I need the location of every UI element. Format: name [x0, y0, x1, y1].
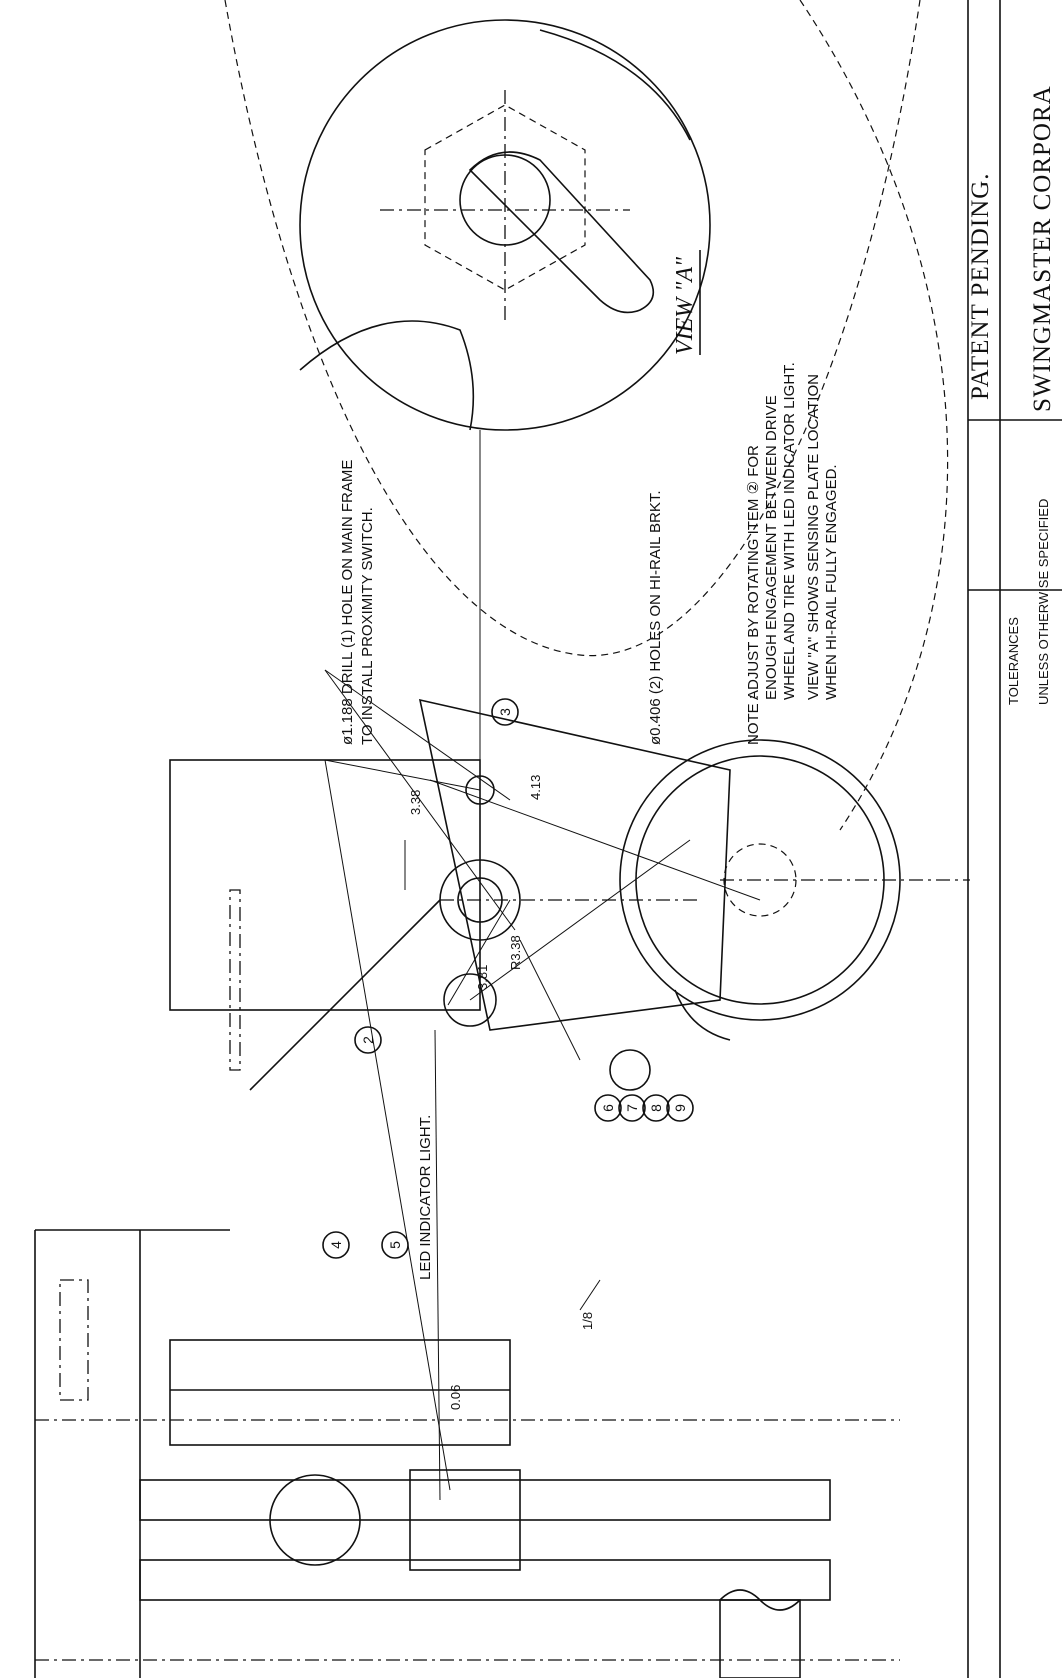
- view-a-edge: [539, 29, 691, 141]
- wheel-outer: [619, 739, 901, 1021]
- main-assembly: [169, 698, 761, 1091]
- side-shaft: [719, 1599, 801, 1678]
- tolerances-line: UNLESS OTHERWISE SPECIFIED: [1036, 499, 1051, 705]
- dim-weld-1-8: 1/8: [580, 1312, 595, 1330]
- item-bubble-5: 5: [381, 1231, 409, 1259]
- view-a-title: VIEW "A": [672, 256, 698, 355]
- title-block: PATENT PENDING. SWINGMASTER CORPORA TOLE…: [967, 0, 1062, 1678]
- view-a-arc: [299, 320, 475, 431]
- main-frame-plate: [169, 759, 481, 1011]
- wheel-arc-slot: [674, 989, 731, 1041]
- note-line2: ENOUGH ENGAGEMENT BETWEEN DRIVE: [763, 395, 780, 700]
- hex-nut: [424, 104, 586, 291]
- svg-text:3: 3: [497, 708, 513, 716]
- side-rail-upper: [139, 1479, 831, 1521]
- dim-3-38-top: 3.38: [408, 790, 423, 815]
- swing-arc-outer: [799, 0, 949, 831]
- svg-text:9: 9: [672, 1104, 688, 1112]
- dim-0-06: 0.06: [448, 1385, 463, 1410]
- side-rail-lower: [139, 1559, 831, 1601]
- item-bubble-6: 6: [594, 1094, 622, 1122]
- dim-4-13: 4.13: [528, 775, 543, 800]
- tolerances-header: TOLERANCES: [1006, 617, 1021, 705]
- svg-text:6: 6: [600, 1104, 616, 1112]
- frame-slot: [229, 889, 241, 1071]
- svg-text:5: 5: [387, 1241, 403, 1249]
- item-bubble-4: 4: [322, 1231, 350, 1259]
- dim-3-81: 3.81: [475, 965, 490, 990]
- sensing-slot: [468, 151, 655, 314]
- svg-text:4: 4: [328, 1241, 344, 1249]
- item-bubble-2: 2: [354, 1026, 382, 1054]
- leader-item-2: [447, 899, 511, 1006]
- side-roller: [269, 1474, 361, 1566]
- side-hub-block: [409, 1469, 521, 1571]
- wheel-pin: [609, 1049, 651, 1091]
- side-hidden-pin: [59, 1279, 89, 1401]
- holes-note: ø0.406 (2) HOLES ON HI-RAIL BRKT.: [647, 490, 664, 745]
- leader-item-6: [519, 939, 581, 1061]
- view-a-detail: VIEW "A": [299, 19, 711, 431]
- item-bubble-8: 8: [642, 1094, 670, 1122]
- leader-lines: [324, 430, 581, 1501]
- leader-drill-2: [324, 759, 451, 1491]
- weld-symbol-line: [579, 1279, 601, 1311]
- drill-note-line2: TO INSTALL PROXIMITY SWITCH.: [359, 507, 376, 745]
- drill-note-line1: ø1.188 DRILL (1) HOLE ON MAIN FRAME: [339, 460, 356, 745]
- leader-drill: [324, 759, 481, 791]
- dim-r3-38: R3.38: [508, 935, 523, 970]
- patent-pending-text: PATENT PENDING.: [967, 172, 994, 400]
- leader-holes: [324, 669, 511, 801]
- svg-text:2: 2: [360, 1036, 376, 1044]
- view-a-circle: [299, 19, 711, 431]
- frame-diagonal: [249, 899, 441, 1091]
- note-line1: ADJUST BY ROTATING ITEM ② FOR: [745, 445, 762, 700]
- note-line3: WHEEL AND TIRE WITH LED INDICATOR LIGHT.: [781, 362, 798, 700]
- note-line5: WHEN HI-RAIL FULLY ENGAGED.: [823, 464, 840, 700]
- leader-led: [434, 1029, 441, 1501]
- lower-pivot: [443, 973, 497, 1027]
- drive-wheel: [609, 739, 970, 1091]
- note-label: NOTE :: [745, 695, 762, 745]
- hi-rail-bracket: [418, 698, 731, 1031]
- svg-text:7: 7: [624, 1104, 640, 1112]
- item-bubble-7: 7: [618, 1094, 646, 1122]
- led-note: LED INDICATOR LIGHT.: [417, 1115, 434, 1280]
- svg-text:8: 8: [648, 1104, 664, 1112]
- item-bubble-9: 9: [666, 1094, 694, 1122]
- link-line: [429, 779, 761, 901]
- leader-holes-2: [324, 669, 516, 931]
- side-bracket: [169, 1339, 511, 1446]
- item-bubble-3: 3: [491, 698, 519, 726]
- company-name: SWINGMASTER CORPORA: [1029, 85, 1056, 412]
- side-view: [34, 1229, 900, 1678]
- arm-line: [469, 839, 691, 1001]
- swing-arc: [224, 0, 921, 657]
- note-line4: VIEW "A" SHOWS SENSING PLATE LOCATION: [805, 374, 822, 700]
